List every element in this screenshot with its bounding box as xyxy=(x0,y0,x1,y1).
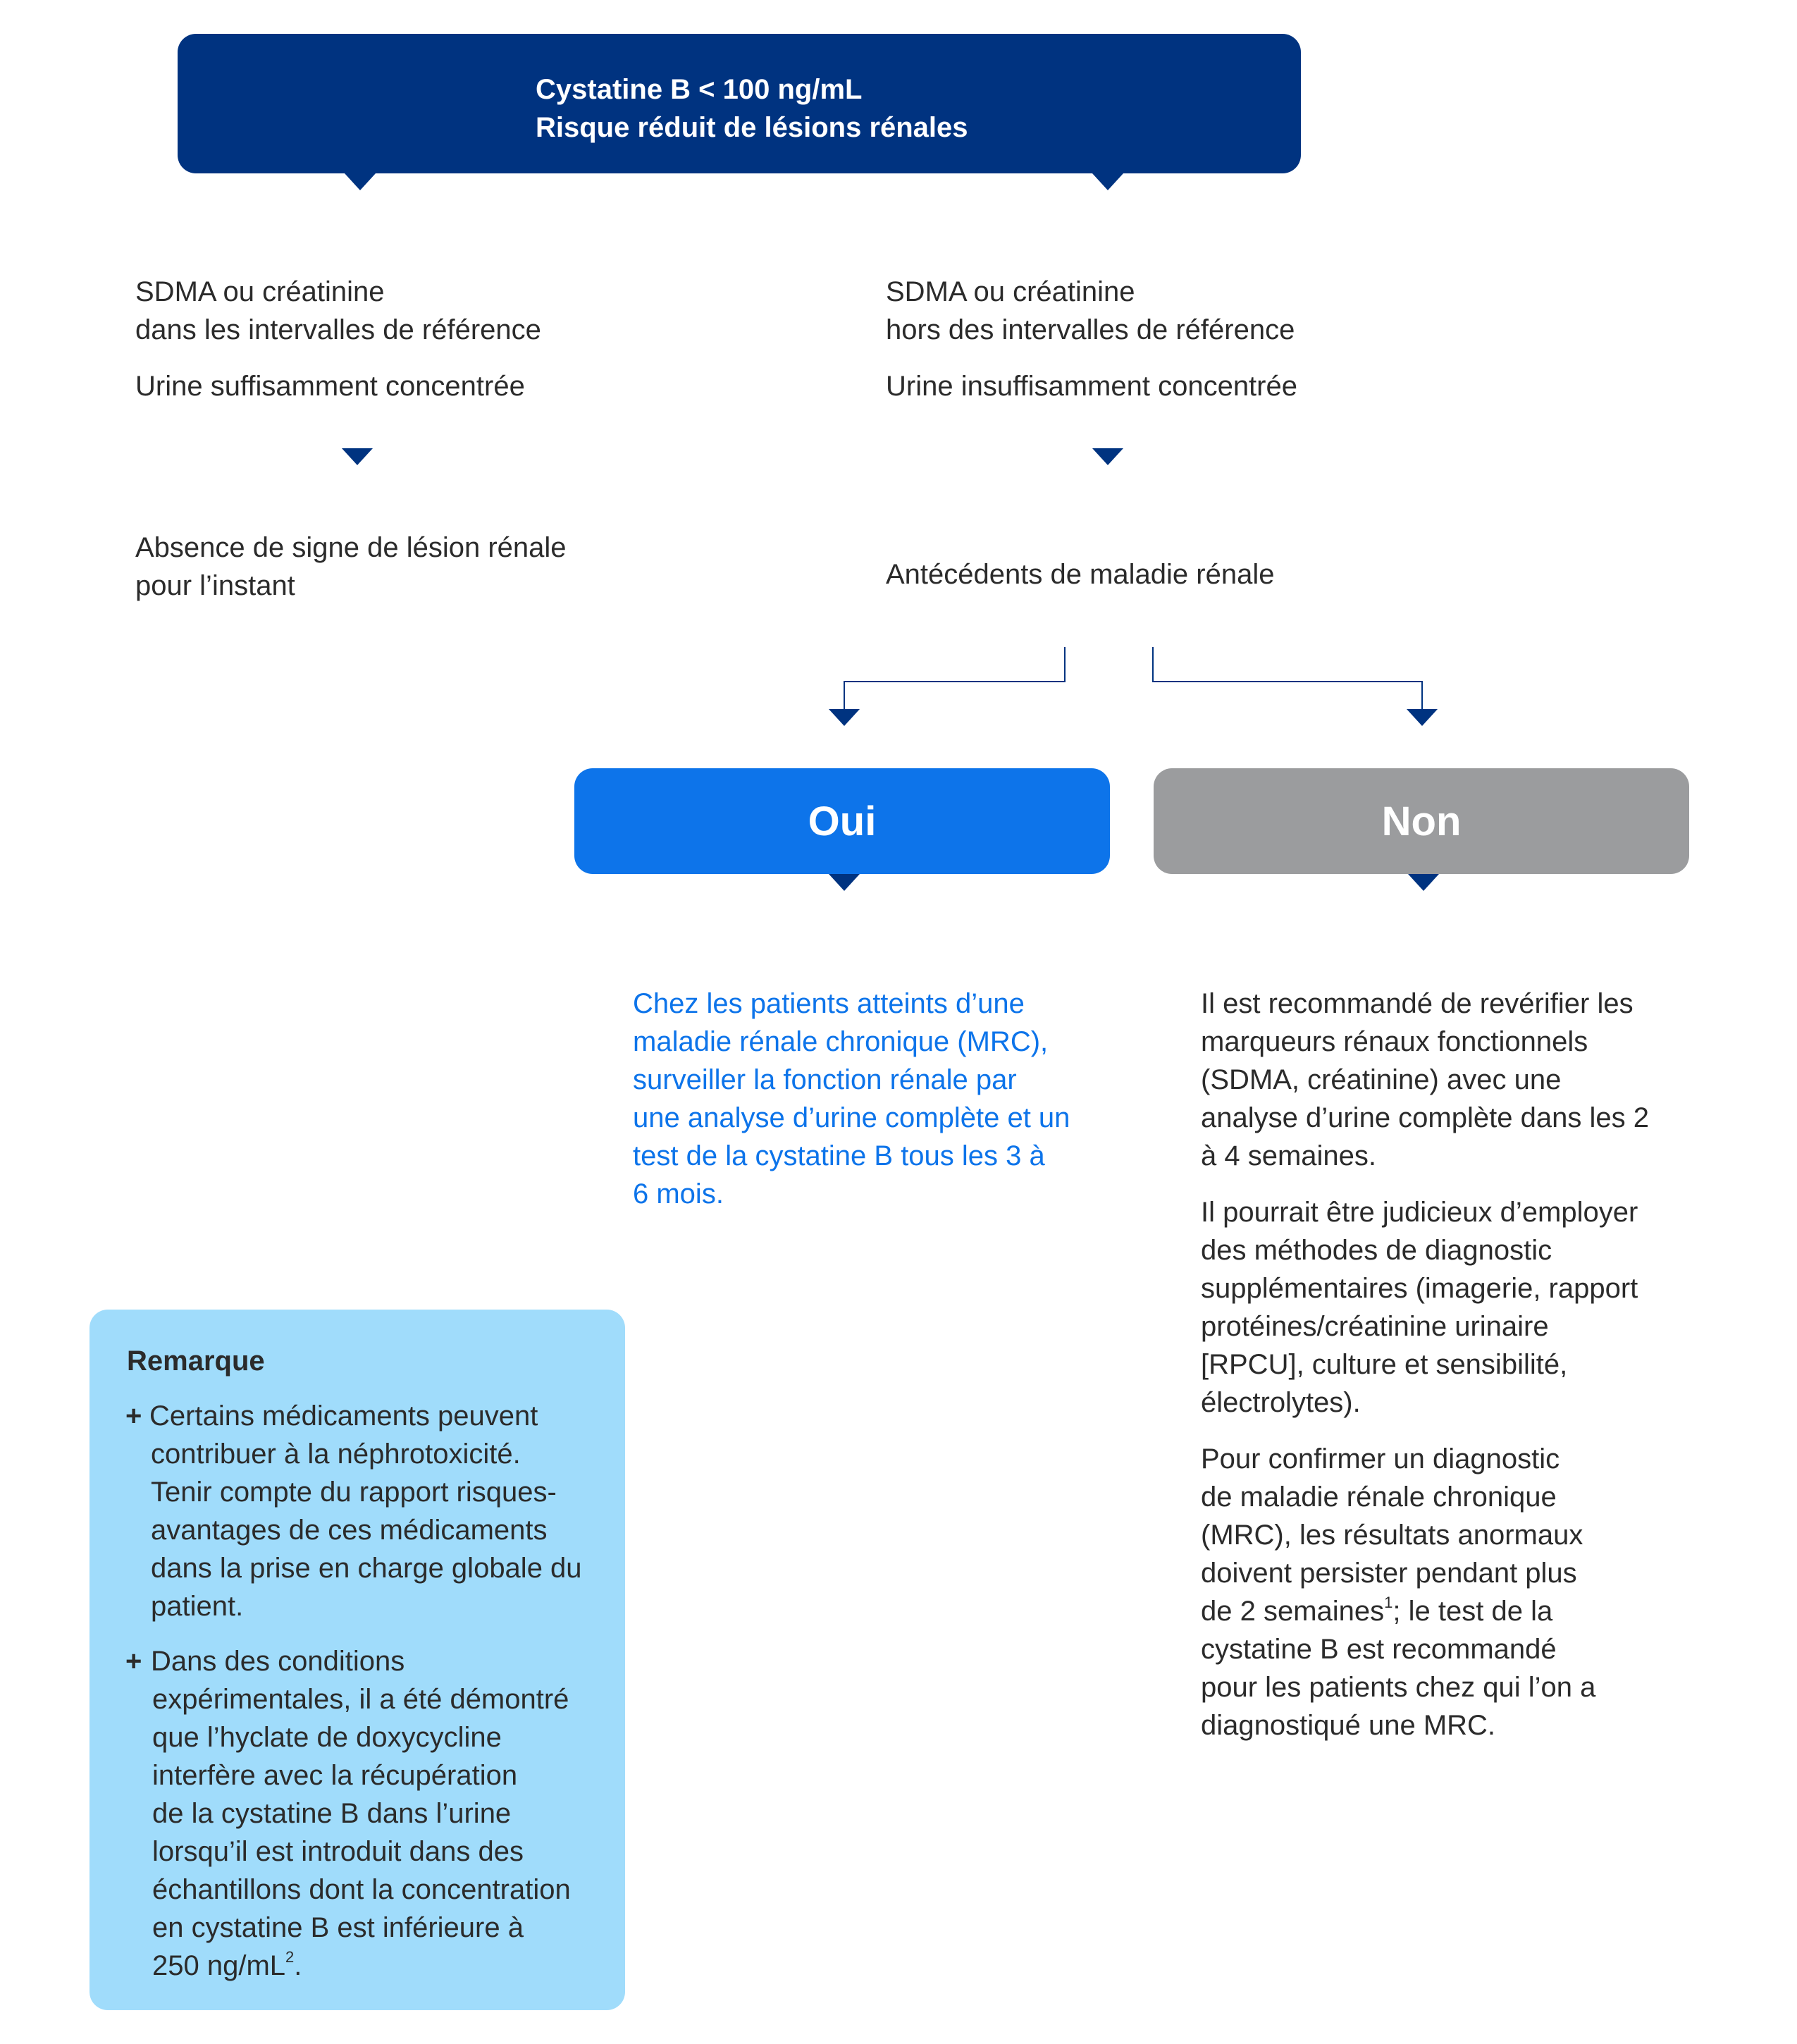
right-question: Antécédents de maladie rénale xyxy=(886,559,1275,590)
note-line: Certains médicaments peuvent xyxy=(149,1400,538,1432)
oui-text-line: test de la cystatine B tous les 3 à xyxy=(633,1140,1045,1171)
oui-text-line: maladie rénale chronique (MRC), xyxy=(633,1026,1049,1057)
oui-text-line: surveiller la fonction rénale par xyxy=(633,1064,1017,1095)
note-bullet-text: Dans des conditions expérimentales, il a… xyxy=(125,1642,605,1985)
note-box xyxy=(89,1310,625,2010)
note-line: de la cystatine B dans l’urine xyxy=(152,1798,512,1829)
plus-icon: + xyxy=(125,1646,142,1677)
left-criteria-line2: dans les intervalles de référence xyxy=(135,314,541,345)
connector-line xyxy=(1152,681,1423,682)
non-text-line: cystatine B est recommandé xyxy=(1201,1634,1557,1665)
non-para2: Il pourrait être judicieux d’employer de… xyxy=(1201,1193,1649,1422)
connector-line xyxy=(1152,647,1154,682)
note-line: interfère avec la récupération xyxy=(152,1760,518,1791)
note-line: 250 ng/mL2. xyxy=(152,1947,605,1985)
left-result-line1: Absence de signe de lésion rénale xyxy=(135,532,567,563)
non-text-line: doivent persister pendant plus xyxy=(1201,1558,1577,1589)
arrow-down-icon xyxy=(1408,874,1439,891)
note-line: échantillons dont la concentration xyxy=(152,1874,571,1905)
right-criteria: SDMA ou créatinine hors des intervalles … xyxy=(886,273,1297,405)
footnote-ref-1: 1 xyxy=(1384,1593,1393,1611)
left-criteria-line1: SDMA ou créatinine xyxy=(135,276,385,307)
note-bullet-text: Certains médicaments peuvent contribuer … xyxy=(125,1397,605,1625)
note-line: que l’hyclate de doxycycline xyxy=(152,1722,502,1753)
arrow-down-icon xyxy=(1407,709,1438,726)
non-text-line: diagnostiqué une MRC. xyxy=(1201,1710,1496,1741)
connector-line xyxy=(1421,681,1423,710)
top-box-line2: Risque réduit de lésions rénales xyxy=(536,112,968,143)
left-result-line2: pour l’instant xyxy=(135,570,295,601)
plus-icon: + xyxy=(125,1400,142,1432)
non-text-span: ; le test de la xyxy=(1392,1596,1553,1627)
note-line: Tenir compte du rapport risques- xyxy=(151,1477,557,1508)
top-box-line1: Cystatine B < 100 ng/mL xyxy=(536,74,863,105)
non-para3: Pour confirmer un diagnostic de maladie … xyxy=(1201,1440,1649,1744)
note-line: patient. xyxy=(151,1591,244,1622)
right-criteria-line2: hors des intervalles de référence xyxy=(886,314,1295,345)
note-line: contribuer à la néphrotoxicité. xyxy=(151,1439,521,1470)
oui-text-line: 6 mois. xyxy=(633,1178,724,1209)
connector-line xyxy=(844,681,845,710)
oui-label: Oui xyxy=(808,798,877,844)
oui-box: Oui xyxy=(574,768,1110,874)
non-recommendation: Il est recommandé de revérifier les marq… xyxy=(1201,985,1649,1744)
non-text-line: protéines/créatinine urinaire xyxy=(1201,1311,1549,1342)
note-text-span: . xyxy=(294,1950,302,1981)
non-text-line: supplémentaires (imagerie, rapport xyxy=(1201,1273,1638,1304)
non-text-line: Il est recommandé de revérifier les xyxy=(1201,988,1634,1019)
non-para1: Il est recommandé de revérifier les marq… xyxy=(1201,985,1649,1175)
note-line: avantages de ces médicaments xyxy=(151,1515,548,1546)
oui-recommendation: Chez les patients atteints d’une maladie… xyxy=(633,985,1070,1213)
note-line: dans la prise en charge globale du xyxy=(151,1553,582,1584)
top-box xyxy=(178,34,1301,173)
oui-text-line: une analyse d’urine complète et un xyxy=(633,1102,1070,1133)
non-text-line: à 4 semaines. xyxy=(1201,1140,1377,1171)
non-text-line: (MRC), les résultats anormaux xyxy=(1201,1520,1583,1551)
arrow-down-icon xyxy=(829,874,860,891)
non-text-line: de 2 semaines1; le test de la xyxy=(1201,1592,1649,1630)
footnote-ref-2: 2 xyxy=(285,1947,295,1966)
non-text-line: pour les patients chez qui l’on a xyxy=(1201,1672,1596,1703)
arrow-down-icon xyxy=(829,709,860,726)
note-bullet-2: + Dans des conditions expérimentales, il… xyxy=(125,1642,605,1985)
note-line: Dans des conditions xyxy=(151,1646,405,1677)
oui-text-line: Chez les patients atteints d’une xyxy=(633,988,1025,1019)
left-criteria: SDMA ou créatinine dans les intervalles … xyxy=(135,273,541,405)
right-criteria-line3: Urine insuffisamment concentrée xyxy=(886,371,1297,402)
non-text-line: Il pourrait être judicieux d’employer xyxy=(1201,1197,1638,1228)
note-line: lorsqu’il est introduit dans des xyxy=(152,1836,524,1867)
arrow-down-icon xyxy=(342,448,373,465)
non-text-line: marqueurs rénaux fonctionnels xyxy=(1201,1026,1588,1057)
non-label: Non xyxy=(1381,798,1462,844)
non-text-line: analyse d’urine complète dans les 2 xyxy=(1201,1102,1649,1133)
note-line: expérimentales, il a été démontré xyxy=(152,1684,569,1715)
right-criteria-line1: SDMA ou créatinine xyxy=(886,276,1135,307)
non-box: Non xyxy=(1154,768,1689,874)
non-text-line: Pour confirmer un diagnostic xyxy=(1201,1443,1560,1474)
arrow-down-icon xyxy=(345,173,376,190)
connector-line xyxy=(844,681,1066,682)
left-result: Absence de signe de lésion rénale pour l… xyxy=(135,529,567,605)
non-text-line: électrolytes). xyxy=(1201,1387,1361,1418)
non-text-line: [RPCU], culture et sensibilité, xyxy=(1201,1349,1568,1380)
non-text-span: de 2 semaines xyxy=(1201,1596,1385,1627)
note-title: Remarque xyxy=(127,1346,265,1377)
arrow-down-icon xyxy=(1092,448,1123,465)
non-text-line: (SDMA, créatinine) avec une xyxy=(1201,1064,1562,1095)
note-line: en cystatine B est inférieure à xyxy=(152,1912,524,1943)
note-bullet-1: + Certains médicaments peuvent contribue… xyxy=(125,1397,605,1625)
non-text-line: des méthodes de diagnostic xyxy=(1201,1235,1552,1266)
arrow-down-icon xyxy=(1092,173,1123,190)
top-box-text: Cystatine B < 100 ng/mL Risque réduit de… xyxy=(536,70,968,147)
note-text-span: 250 ng/mL xyxy=(152,1950,286,1981)
non-text-line: de maladie rénale chronique xyxy=(1201,1482,1557,1513)
left-criteria-line3: Urine suffisamment concentrée xyxy=(135,371,525,402)
connector-line xyxy=(1064,647,1066,682)
